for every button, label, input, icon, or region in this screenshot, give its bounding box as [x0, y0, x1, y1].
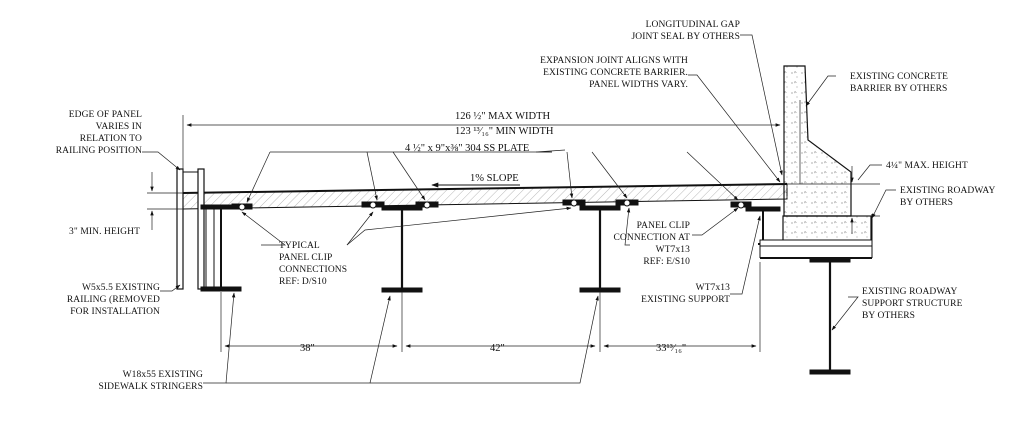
label-line: EXISTING CONCRETE BARRIER.	[543, 68, 688, 78]
label-line: LONGITUDINAL GAP	[646, 20, 740, 30]
width-dimension	[182, 100, 801, 193]
min-height-dimension	[147, 172, 183, 230]
stringer-1	[381, 205, 423, 293]
label-line: CONNECTION AT	[613, 233, 690, 243]
label-longitudinal-gap: LONGITUDINAL GAP JOINT SEAL BY OTHERS	[631, 20, 740, 42]
label-line: RAILING (REMOVED	[67, 294, 160, 305]
w5-railing	[176, 168, 242, 292]
dim-42-label: 42"	[490, 343, 505, 354]
label-line: BY OTHERS	[862, 311, 915, 321]
label-line: W5x5.5 EXISTING	[82, 283, 160, 293]
label-line: PANEL WIDTHS VARY.	[589, 80, 688, 90]
label-line: RAILING POSITION	[56, 146, 142, 156]
label-line: EXISTING CONCRETE	[850, 72, 948, 82]
label-w18-stringers: W18x55 EXISTING SIDEWALK STRINGERS	[99, 370, 203, 392]
min-width-label: 123 ¹³⁄₁₆" MIN WIDTH	[455, 126, 554, 137]
max-width-label: 126 ½" MAX WIDTH	[455, 111, 551, 122]
label-line: EXISTING SUPPORT	[641, 295, 730, 305]
label-line: EDGE OF PANEL	[69, 110, 142, 120]
label-line: CONNECTIONS	[279, 265, 347, 275]
label-line: WT7x13	[656, 245, 691, 255]
max-height-label: 4¼" MAX. HEIGHT	[886, 161, 968, 171]
label-roadway-support: EXISTING ROADWAY SUPPORT STRUCTURE BY OT…	[862, 287, 963, 321]
label-line: EXISTING ROADWAY	[900, 186, 995, 196]
label-line: PANEL CLIP	[279, 253, 332, 263]
label-expansion-joint: EXPANSION JOINT ALIGNS WITH EXISTING CON…	[540, 56, 688, 90]
roadway-support-beam	[809, 257, 851, 375]
label-line: BY OTHERS	[900, 198, 953, 208]
label-line: REF: E/S10	[643, 257, 690, 267]
label-w5-railing: W5x5.5 EXISTING RAILING (REMOVED FOR INS…	[67, 283, 160, 317]
label-line: PANEL CLIP	[637, 221, 690, 231]
bottom-dimensions	[220, 262, 761, 352]
panel-clips	[231, 199, 752, 211]
slope-label: 1% SLOPE	[470, 173, 519, 184]
label-line: SUPPORT STRUCTURE	[862, 299, 963, 309]
dim-33-label: 33¹³⁄₁₆"	[656, 343, 686, 354]
label-line: EXISTING ROADWAY	[862, 287, 957, 297]
label-edge-of-panel: EDGE OF PANEL VARIES IN RELATION TO RAIL…	[56, 110, 142, 156]
min-height-label: 3" MIN. HEIGHT	[69, 227, 140, 237]
label-existing-roadway: EXISTING ROADWAY BY OTHERS	[900, 186, 995, 208]
label-line: RELATION TO	[80, 134, 142, 144]
label-wt-support: WT7x13 EXISTING SUPPORT	[641, 283, 730, 305]
wt7x13-support	[745, 206, 781, 245]
stringer-2	[579, 205, 621, 293]
leader-lines	[142, 34, 896, 384]
ss-plate-label: 4 ½" x 9"x⅜" 304 SS PLATE	[405, 143, 529, 154]
label-existing-barrier: EXISTING CONCRETE BARRIER BY OTHERS	[850, 72, 948, 94]
existing-roadway	[759, 214, 873, 259]
label-line: W18x55 EXISTING	[123, 370, 203, 380]
label-line: BARRIER BY OTHERS	[850, 84, 947, 94]
deck-panel	[182, 183, 788, 210]
label-line: VARIES IN	[96, 122, 142, 132]
label-typical-clip: TYPICAL PANEL CLIP CONNECTIONS REF: D/S1…	[279, 241, 347, 287]
label-line: TYPICAL	[279, 241, 320, 251]
label-line: SIDEWALK STRINGERS	[99, 382, 203, 392]
label-line: JOINT SEAL BY OTHERS	[631, 32, 740, 42]
label-line: REF: D/S10	[279, 277, 327, 287]
existing-barrier	[783, 65, 852, 217]
label-line: EXPANSION JOINT ALIGNS WITH	[540, 56, 688, 66]
label-line: FOR INSTALLATION	[70, 307, 160, 317]
label-line: WT7x13	[696, 283, 731, 293]
dim-38-label: 38"	[300, 343, 315, 354]
label-panel-clip-wt: PANEL CLIP CONNECTION AT WT7x13 REF: E/S…	[613, 221, 690, 267]
